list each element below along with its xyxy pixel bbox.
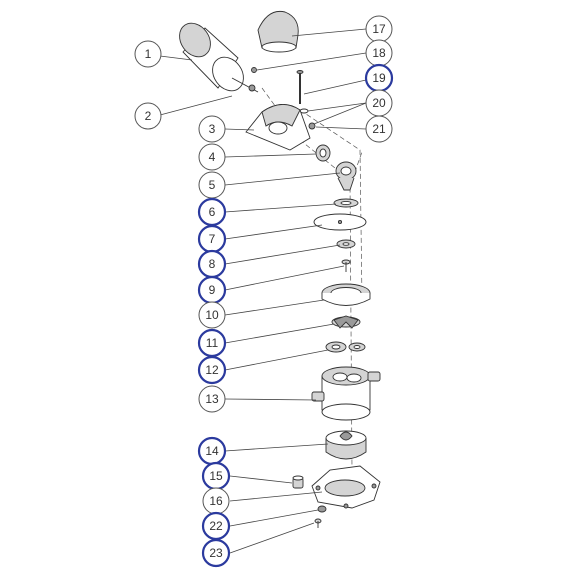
svg-text:19: 19	[372, 71, 386, 85]
svg-text:21: 21	[372, 122, 386, 136]
svg-text:15: 15	[209, 469, 223, 483]
svg-text:8: 8	[209, 257, 216, 271]
part-eccentric-5	[335, 161, 357, 191]
svg-text:5: 5	[209, 178, 216, 192]
callout-15: 15	[201, 461, 231, 491]
callout-18: 18	[365, 39, 393, 67]
part-cap-15	[292, 475, 304, 489]
part-chamber-14	[325, 430, 367, 460]
callout-8: 8	[197, 249, 227, 279]
part-bolt-19	[296, 70, 304, 104]
callout-3: 3	[198, 115, 226, 143]
svg-text:9: 9	[209, 283, 216, 297]
part-seal-4	[315, 144, 331, 162]
svg-text:4: 4	[209, 150, 216, 164]
part-valves-12	[325, 341, 366, 353]
part-motor-cover	[257, 10, 299, 53]
callout-16: 16	[202, 487, 230, 515]
callout-9: 9	[197, 275, 227, 305]
svg-text:18: 18	[372, 46, 386, 60]
svg-text:6: 6	[209, 205, 216, 219]
callout-17: 17	[365, 15, 393, 43]
part-screw-18	[251, 67, 257, 73]
svg-text:1: 1	[145, 47, 152, 61]
part-screw-23	[314, 518, 322, 528]
part-diaphragm-7	[313, 213, 367, 231]
callout-19: 19	[364, 63, 394, 93]
svg-text:14: 14	[205, 444, 219, 458]
part-base-plate-16	[311, 465, 381, 509]
part-screw-9	[341, 259, 351, 272]
part-valve-11	[331, 315, 361, 329]
svg-text:3: 3	[209, 122, 216, 136]
svg-text:17: 17	[372, 22, 386, 36]
part-washer-6	[333, 198, 359, 208]
part-motor	[179, 22, 259, 93]
svg-text:10: 10	[205, 308, 219, 322]
svg-text:2: 2	[145, 109, 152, 123]
svg-text:16: 16	[209, 494, 223, 508]
callout-1: 1	[134, 40, 162, 68]
callout-7: 7	[197, 224, 227, 254]
callout-20: 20	[365, 89, 393, 117]
callout-6: 6	[197, 197, 227, 227]
callout-13: 13	[198, 385, 226, 413]
callout-23: 23	[201, 538, 231, 568]
leader-lines	[159, 28, 367, 554]
svg-text:20: 20	[372, 96, 386, 110]
svg-text:23: 23	[209, 546, 223, 560]
svg-text:12: 12	[205, 363, 219, 377]
callout-10: 10	[198, 301, 226, 329]
part-washer-8	[336, 239, 356, 249]
svg-text:13: 13	[205, 392, 219, 406]
callout-2: 2	[134, 102, 162, 130]
svg-text:11: 11	[206, 336, 219, 350]
svg-text:7: 7	[209, 232, 216, 246]
callout-14: 14	[197, 436, 227, 466]
svg-text:22: 22	[209, 519, 223, 533]
callout-21: 21	[365, 115, 393, 143]
part-nut-22	[317, 505, 327, 513]
part-pump-housing-13	[311, 366, 381, 421]
callout-22: 22	[201, 511, 231, 541]
callout-5: 5	[198, 171, 226, 199]
callout-4: 4	[198, 143, 226, 171]
callout-12: 12	[197, 355, 227, 385]
callout-11: 11	[197, 328, 227, 358]
part-motor-bracket	[245, 104, 311, 151]
part-ring-10	[321, 283, 371, 306]
